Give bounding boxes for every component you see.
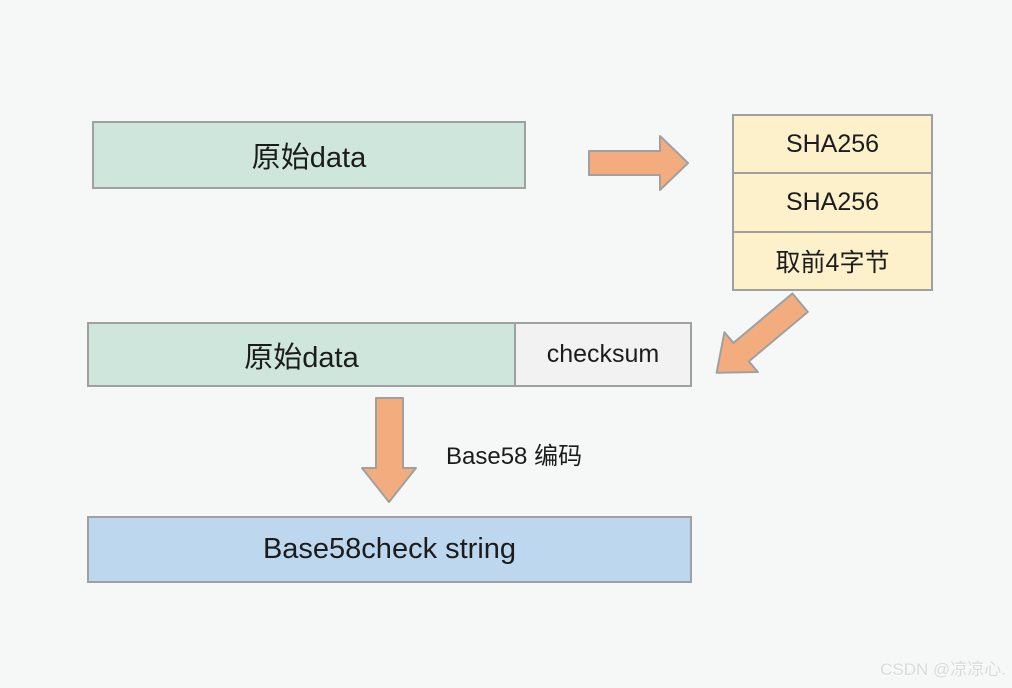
hash-step-label-2: SHA256 [785,187,880,216]
base58-encode-label: Base58 编码 [446,443,583,470]
watermark: CSDN @凉凉心. [880,660,1006,679]
hash-steps-stack: SHA256 SHA256 取前4字节 [732,114,933,291]
hash-step-label-3: 取前4字节 [775,248,890,277]
original-data-top-box: 原始data [92,121,526,189]
base58check-result-box: Base58check string [87,516,692,583]
arrow-right-icon [588,134,690,192]
hash-step-cell: SHA256 [734,174,931,233]
original-data-top-label: 原始data [251,142,367,174]
hash-step-cell: SHA256 [734,116,931,175]
arrow-down-icon [360,397,418,504]
checksum-label: checksum [546,340,660,368]
original-data-result-label: 原始data [244,341,359,374]
hash-step-cell: 取前4字节 [734,233,931,289]
arrow-down-left-icon [697,281,819,396]
base58check-result-label: Base58check string [262,533,517,565]
hash-step-label-1: SHA256 [785,129,880,158]
original-data-result-box: 原始data [87,322,516,387]
checksum-box: checksum [514,322,692,387]
